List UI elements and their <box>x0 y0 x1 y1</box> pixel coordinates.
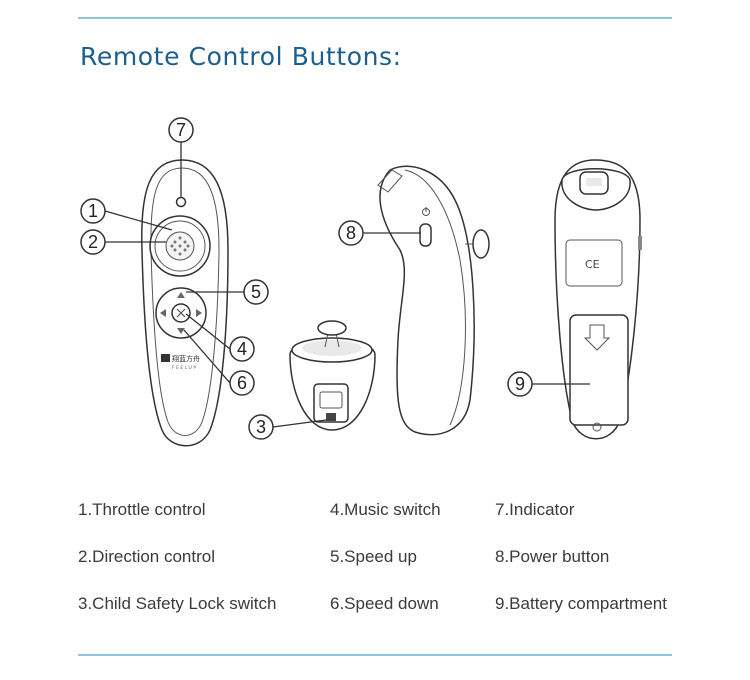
callout-7: 7 <box>176 120 186 140</box>
callout-5: 5 <box>251 282 261 302</box>
arrow-up-icon <box>177 292 185 298</box>
page-title: Remote Control Buttons: <box>80 42 402 71</box>
callout-8: 8 <box>346 223 356 243</box>
battery-cover <box>569 314 629 426</box>
power-switch <box>419 223 432 247</box>
bottom-divider <box>78 654 672 656</box>
brand-name: 翔蓝方舟 <box>172 354 200 363</box>
brand-sub: FEELUP <box>172 365 198 371</box>
brand-logo-icon <box>161 354 170 362</box>
arrow-right-icon <box>196 309 202 317</box>
remote-back-view: CE <box>554 159 642 440</box>
top-divider <box>78 17 672 19</box>
callout-6: 6 <box>237 373 247 393</box>
arrow-left-icon <box>160 309 166 317</box>
lock-icon <box>326 413 336 421</box>
remote-side-view <box>377 165 490 436</box>
ce-mark: CE <box>585 258 600 271</box>
battery-arrow-icon <box>583 324 611 351</box>
callout-9: 9 <box>515 374 525 394</box>
callout-2: 2 <box>88 232 98 252</box>
remote-base-view <box>289 320 376 431</box>
remote-front-view: 翔蓝方舟 FEELUP <box>141 159 229 447</box>
joystick-knob-icon <box>317 320 347 336</box>
indicator-light-icon <box>175 196 187 208</box>
callout-4: 4 <box>237 339 247 359</box>
callout-3: 3 <box>256 417 266 437</box>
arrow-down-icon <box>177 328 185 334</box>
callout-1: 1 <box>88 201 98 221</box>
